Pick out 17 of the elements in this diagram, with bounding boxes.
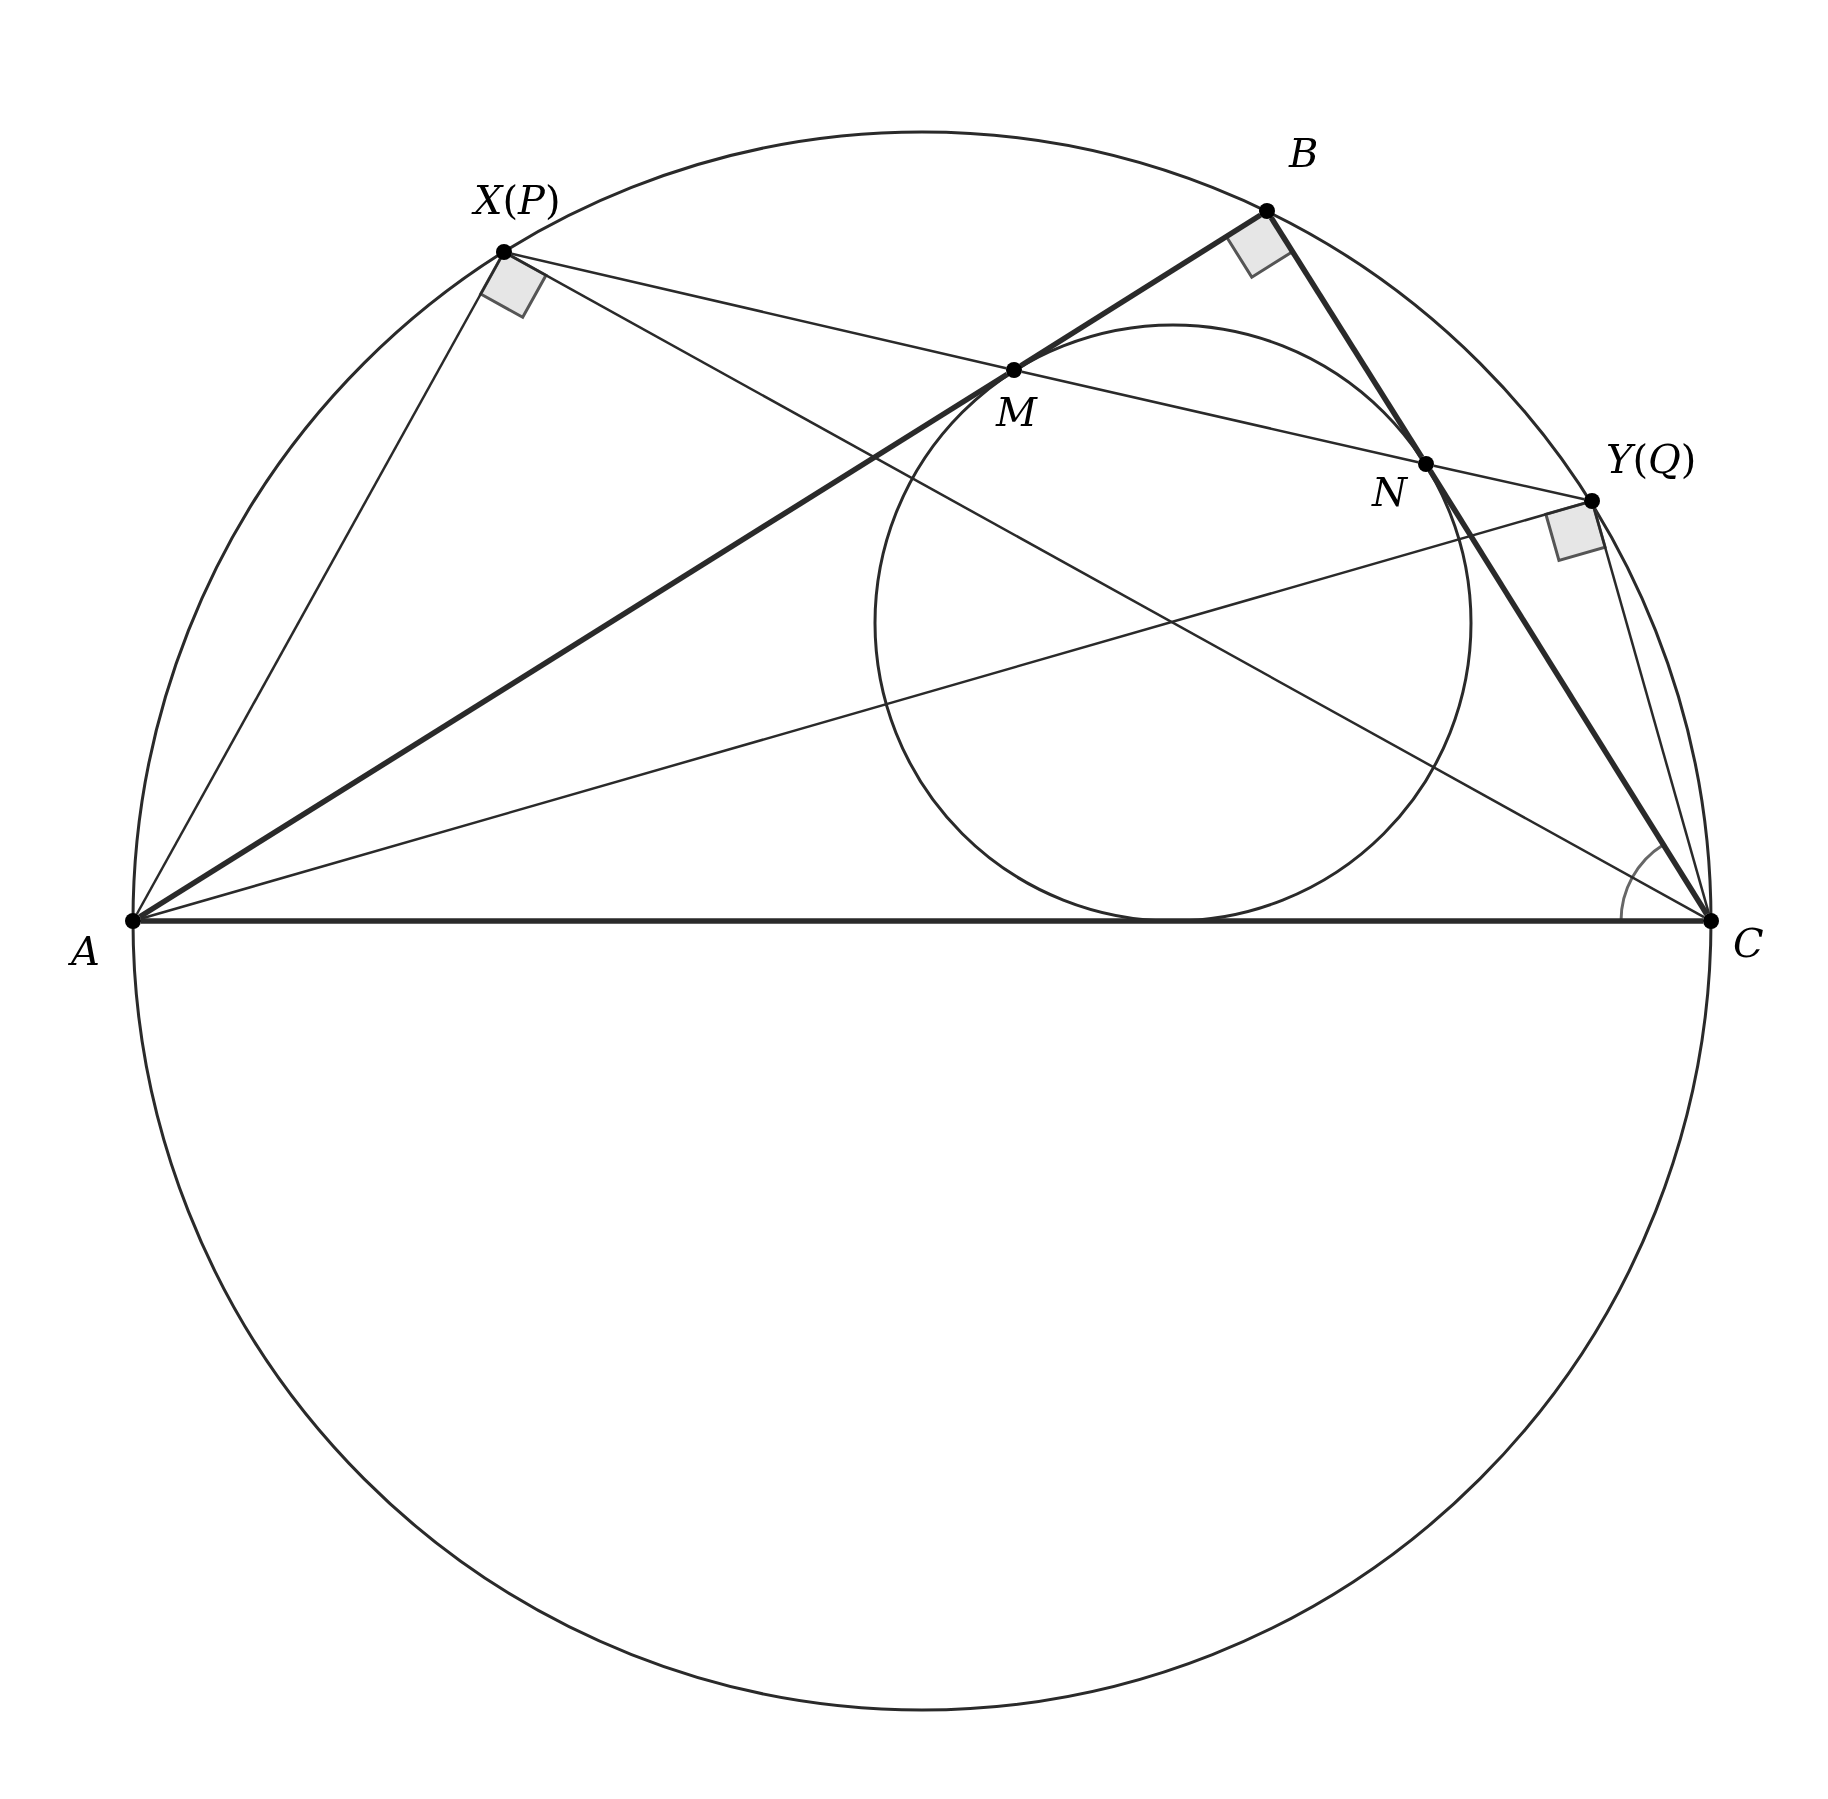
point-label: B — [1289, 133, 1319, 173]
line-segment — [510, 254, 1705, 919]
line-segment — [138, 371, 1009, 920]
line-segment — [1433, 464, 1585, 501]
point-label: M — [996, 392, 1037, 432]
point-label: Y(Q) — [1606, 439, 1697, 479]
line-segment — [511, 252, 1007, 370]
line-segment — [1021, 370, 1419, 464]
line-segment — [1592, 508, 1711, 914]
line-segment — [135, 258, 502, 915]
line-segment — [1019, 212, 1262, 369]
point-label: N — [1372, 472, 1407, 512]
line-segment — [1427, 469, 1710, 916]
line-segment — [140, 502, 1585, 920]
point-label: C — [1733, 923, 1764, 963]
line-segment — [1268, 216, 1425, 459]
line-segment — [141, 918, 1703, 924]
